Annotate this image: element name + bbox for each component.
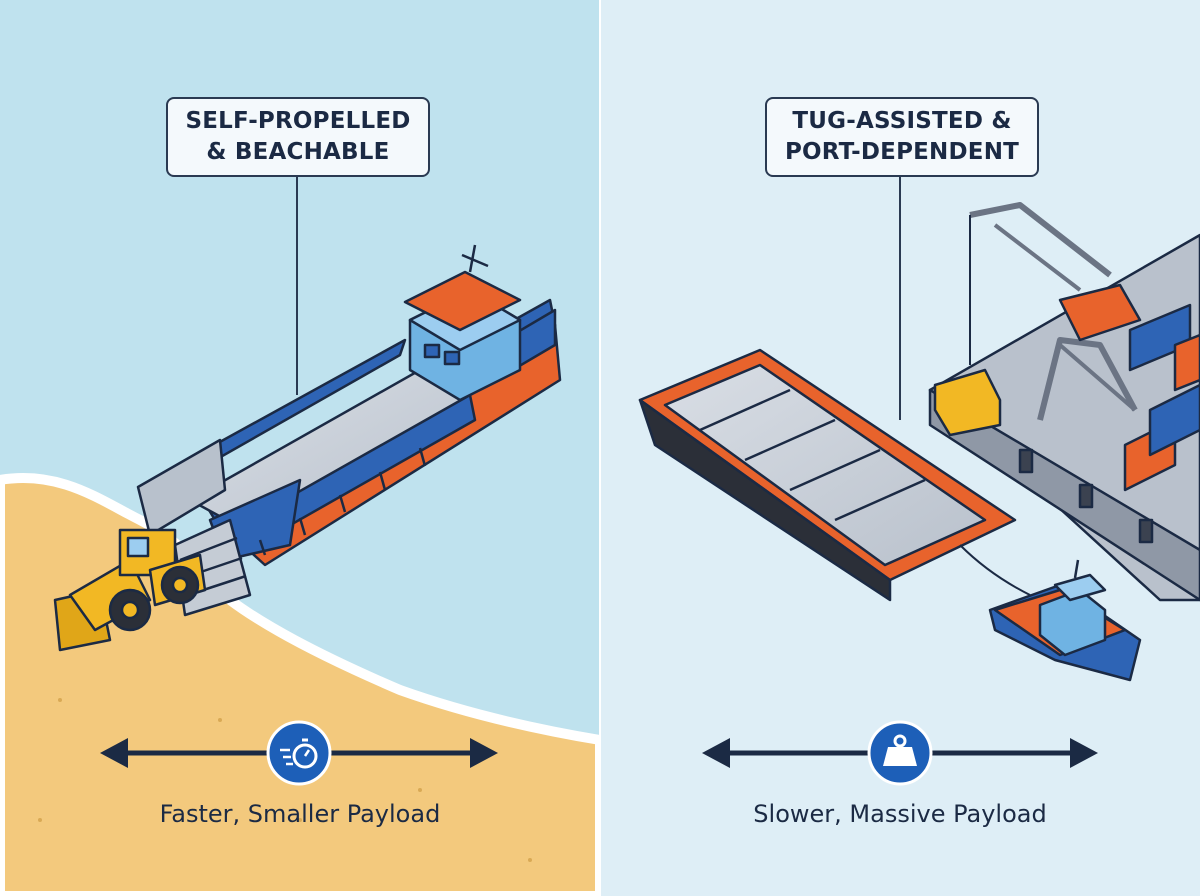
tug-boat [988,559,1142,682]
left-label-line2: & BEACHABLE [206,139,390,165]
wheel-loader [53,528,207,652]
sand-beach [0,473,605,896]
tow-rope [959,544,1031,596]
shipping-containers [1123,303,1200,492]
left-label-line1: SELF-PROPELLED [185,108,411,134]
port-crane [933,202,1142,437]
left-caption: Faster, Smaller Payload [159,800,441,828]
right-label-line2: PORT-DEPENDENT [784,139,1020,165]
stopwatch-icon [266,720,332,786]
right-label-line1: TUG-ASSISTED & [792,108,1012,134]
weight-icon [867,720,933,786]
cargo-barge [638,348,1017,602]
landing-craft-ship [136,244,562,617]
left-label-box: SELF-PROPELLED & BEACHABLE [166,97,430,177]
right-caption: Slower, Massive Payload [753,800,1047,828]
right-label-box: TUG-ASSISTED & PORT-DEPENDENT [765,97,1039,177]
